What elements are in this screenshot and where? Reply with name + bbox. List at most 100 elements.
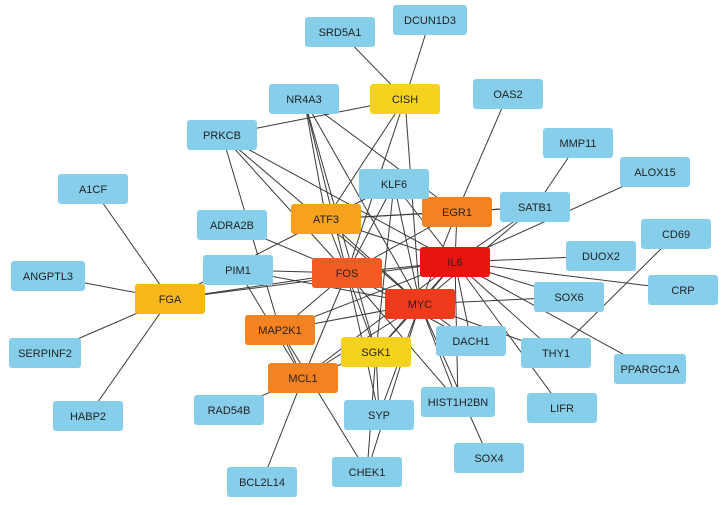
node-box — [566, 241, 636, 271]
node-thy1[interactable]: THY1 — [521, 338, 591, 368]
node-box — [332, 457, 402, 487]
node-srd5a1[interactable]: SRD5A1 — [305, 17, 375, 47]
node-box — [500, 192, 570, 222]
node-label: SYP — [368, 410, 390, 422]
edge-a1cf-fga — [92, 188, 171, 300]
node-label: CRP — [671, 285, 694, 297]
edge-oas2-egr1 — [456, 93, 509, 213]
node-box — [344, 400, 414, 430]
node-box — [58, 174, 128, 204]
node-dach1[interactable]: DACH1 — [436, 326, 506, 356]
node-il6[interactable]: IL6 — [420, 247, 490, 277]
node-sox6[interactable]: SOX6 — [534, 282, 604, 312]
node-chek1[interactable]: CHEK1 — [332, 457, 402, 487]
node-label: THY1 — [542, 348, 570, 360]
node-label: A1CF — [79, 184, 107, 196]
node-label: FGA — [159, 294, 182, 306]
node-label: HABP2 — [70, 411, 106, 423]
node-klf6[interactable]: KLF6 — [359, 169, 429, 199]
edge-myc-chek1 — [366, 303, 421, 473]
edge-mcl1-bcl2l14 — [261, 377, 304, 483]
node-label: RAD54B — [208, 405, 251, 417]
node-sox4[interactable]: SOX4 — [454, 443, 524, 473]
node-label: DCUN1D3 — [404, 15, 456, 27]
node-egr1[interactable]: EGR1 — [422, 197, 492, 227]
node-label: IL6 — [447, 257, 462, 269]
node-box — [370, 84, 440, 114]
edge-fga-habp2 — [87, 298, 171, 417]
node-label: SERPINF2 — [18, 348, 72, 360]
edge-il6-crp — [454, 261, 684, 291]
node-habp2[interactable]: HABP2 — [53, 401, 123, 431]
edge-myc-sox4 — [419, 303, 490, 459]
node-syp[interactable]: SYP — [344, 400, 414, 430]
node-oas2[interactable]: OAS2 — [473, 79, 543, 109]
node-cd69[interactable]: CD69 — [641, 219, 711, 249]
node-box — [269, 84, 339, 114]
edge-cish-myc — [404, 98, 421, 305]
node-box — [420, 247, 490, 277]
node-box — [9, 338, 81, 368]
node-atf3[interactable]: ATF3 — [291, 204, 361, 234]
node-duox2[interactable]: DUOX2 — [566, 241, 636, 271]
edge-il6-mcl1 — [302, 261, 456, 379]
node-box — [53, 401, 123, 431]
node-cish[interactable]: CISH — [370, 84, 440, 114]
node-label: MMP11 — [559, 138, 596, 150]
edge-il6-thy1 — [454, 261, 557, 354]
node-myc[interactable]: MYC — [385, 289, 455, 319]
node-adra2b[interactable]: ADRA2B — [197, 210, 267, 240]
node-label: CISH — [392, 94, 418, 106]
node-fga[interactable]: FGA — [135, 284, 205, 314]
node-label: MYC — [408, 299, 433, 311]
node-nr4a3[interactable]: NR4A3 — [269, 84, 339, 114]
node-box — [454, 443, 524, 473]
node-dcun1d3[interactable]: DCUN1D3 — [393, 5, 467, 35]
node-box — [527, 393, 597, 423]
node-satb1[interactable]: SATB1 — [500, 192, 570, 222]
node-label: NR4A3 — [286, 94, 321, 106]
node-crp[interactable]: CRP — [648, 275, 718, 305]
node-label: KLF6 — [381, 179, 407, 191]
node-sgk1[interactable]: SGK1 — [341, 337, 411, 367]
node-map2k1[interactable]: MAP2K1 — [245, 315, 315, 345]
node-label: FOS — [336, 268, 359, 280]
node-box — [421, 387, 495, 417]
node-label: EGR1 — [442, 207, 472, 219]
node-label: PRKCB — [203, 130, 241, 142]
edge-klf6-myc — [393, 183, 421, 305]
node-box — [534, 282, 604, 312]
node-fos[interactable]: FOS — [312, 258, 382, 288]
node-ppargc1a[interactable]: PPARGC1A — [614, 354, 686, 384]
node-rad54b[interactable]: RAD54B — [194, 395, 264, 425]
edge-nr4a3-egr1 — [303, 98, 458, 213]
node-label: OAS2 — [493, 89, 522, 101]
node-mmp11[interactable]: MMP11 — [543, 128, 613, 158]
node-label: SGK1 — [361, 347, 390, 359]
node-label: ALOX15 — [634, 167, 676, 179]
node-mcl1[interactable]: MCL1 — [268, 363, 338, 393]
edge-prkcb-il6 — [221, 134, 456, 263]
node-box — [614, 354, 686, 384]
edge-il6-lifr — [454, 261, 563, 409]
node-angptl3[interactable]: ANGPTL3 — [11, 261, 85, 291]
node-bcl2l14[interactable]: BCL2L14 — [227, 467, 297, 497]
node-box — [620, 157, 690, 187]
node-serpinf2[interactable]: SERPINF2 — [9, 338, 81, 368]
node-prkcb[interactable]: PRKCB — [187, 120, 257, 150]
node-label: LIFR — [550, 403, 574, 415]
node-box — [268, 363, 338, 393]
node-label: CHEK1 — [349, 467, 386, 479]
node-box — [135, 284, 205, 314]
node-label: ATF3 — [313, 214, 339, 226]
node-pim1[interactable]: PIM1 — [203, 255, 273, 285]
node-box — [521, 338, 591, 368]
node-hist1h2bn[interactable]: HIST1H2BN — [421, 387, 495, 417]
node-box — [291, 204, 361, 234]
node-lifr[interactable]: LIFR — [527, 393, 597, 423]
node-alox15[interactable]: ALOX15 — [620, 157, 690, 187]
node-label: DACH1 — [452, 336, 489, 348]
node-box — [641, 219, 711, 249]
node-a1cf[interactable]: A1CF — [58, 174, 128, 204]
